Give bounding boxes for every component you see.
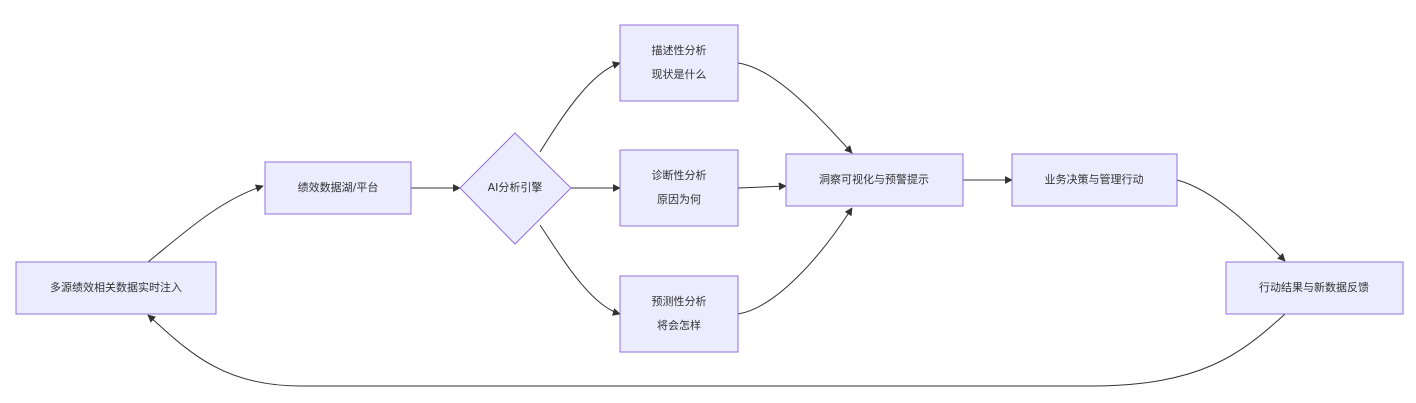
node-feedback: 行动结果与新数据反馈 <box>1225 261 1404 315</box>
node-decision-label: 业务决策与管理行动 <box>1045 172 1144 186</box>
node-predictive-line2: 将会怎样 <box>657 318 701 332</box>
edge-engine-to-predictive <box>539 224 621 316</box>
node-decision: 业务决策与管理行动 <box>1011 153 1178 207</box>
edges <box>147 61 1286 387</box>
node-insight: 洞察可视化与预警提示 <box>785 153 964 207</box>
node-source-label: 多源绩效相关数据实时注入 <box>50 280 182 294</box>
edge-engine-to-descriptive <box>539 61 621 153</box>
edge-descriptive-to-insight <box>737 62 853 154</box>
node-engine-label: AI分析引擎 <box>488 180 543 194</box>
node-source: 多源绩效相关数据实时注入 <box>15 261 217 315</box>
node-diagnostic: 诊断性分析 原因为何 <box>619 149 739 227</box>
node-descriptive: 描述性分析 现状是什么 <box>619 24 739 102</box>
node-engine: AI分析引擎 <box>459 132 572 245</box>
edge-feedback-to-source <box>147 313 1286 387</box>
edge-source-to-lake <box>147 184 264 263</box>
edge-decision-to-feedback <box>1176 179 1286 262</box>
node-lake-label: 绩效数据湖/平台 <box>298 180 379 194</box>
node-feedback-label: 行动结果与新数据反馈 <box>1259 280 1369 294</box>
node-descriptive-line2: 现状是什么 <box>652 67 707 81</box>
edge-predictive-to-insight <box>737 207 853 315</box>
node-diagnostic-line1: 诊断性分析 <box>652 168 707 182</box>
node-predictive: 预测性分析 将会怎样 <box>619 275 739 353</box>
node-predictive-line1: 预测性分析 <box>652 294 707 308</box>
node-descriptive-line1: 描述性分析 <box>652 43 707 57</box>
node-lake: 绩效数据湖/平台 <box>264 161 412 215</box>
edge-diagnostic-to-insight <box>737 182 787 191</box>
node-diagnostic-line2: 原因为何 <box>657 193 701 206</box>
node-insight-label: 洞察可视化与预警提示 <box>819 172 929 186</box>
